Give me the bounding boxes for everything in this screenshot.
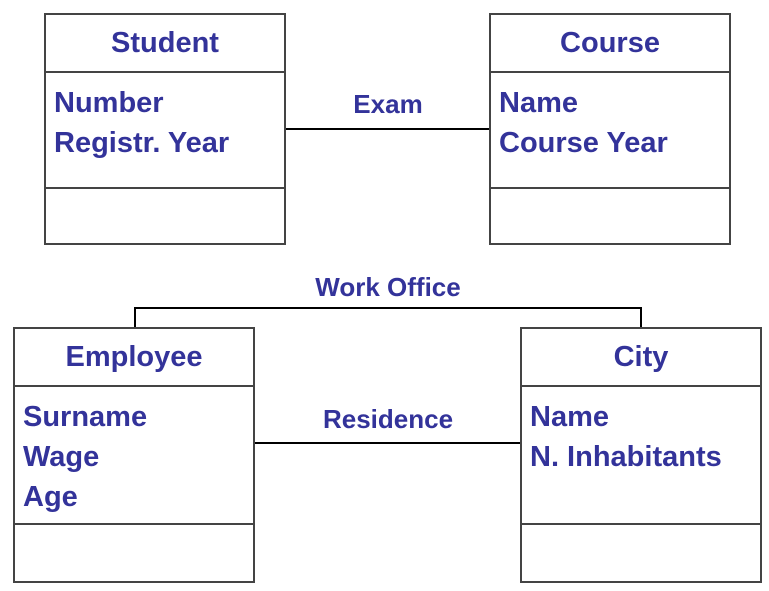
employee-class-name: Employee (15, 329, 253, 387)
student-attr-number: Number (54, 87, 164, 119)
work-office-association-label: Work Office (315, 272, 461, 302)
exam-association-label: Exam (353, 89, 423, 119)
city-attributes: Name N. Inhabitants (522, 387, 760, 525)
student-class: Student Number Registr. Year (44, 13, 286, 245)
city-attr-n-inhabitants: N. Inhabitants (530, 441, 722, 473)
employee-class: Employee Surname Wage Age (13, 327, 255, 583)
course-class: Course Name Course Year (489, 13, 731, 245)
city-class-name: City (522, 329, 760, 387)
employee-attr-surname: Surname (23, 401, 148, 433)
employee-attr-age: Age (23, 481, 78, 513)
employee-attributes: Surname Wage Age (15, 387, 253, 525)
city-attr-name: Name (530, 401, 609, 433)
student-attributes: Number Registr. Year (46, 73, 284, 189)
course-class-name: Course (491, 15, 729, 73)
residence-association-label: Residence (322, 404, 454, 434)
student-class-name: Student (46, 15, 284, 73)
course-attr-course-year: Course Year (499, 127, 668, 159)
employee-attr-wage: Wage (23, 441, 100, 473)
city-class: City Name N. Inhabitants (520, 327, 762, 583)
student-attr-registr-year: Registr. Year (54, 127, 230, 159)
work-office-association-line (134, 307, 642, 327)
course-attr-name: Name (499, 87, 578, 119)
course-attributes: Name Course Year (491, 73, 729, 189)
